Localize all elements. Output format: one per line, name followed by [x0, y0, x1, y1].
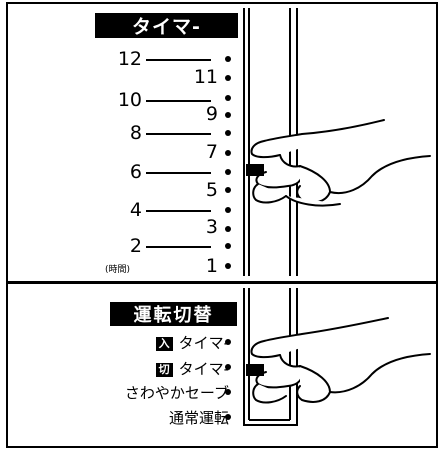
mode-option-timer-off: 切タイマ-: [155, 359, 229, 378]
scale-dot: [225, 130, 231, 136]
timer-title: タイマ-: [95, 13, 238, 38]
mode-dot: [225, 339, 231, 345]
mode-dot: [225, 389, 231, 395]
mode-option-normal: 通常運転: [169, 408, 229, 427]
panel-divider: [6, 281, 438, 284]
mode-title: 運転切替: [110, 302, 237, 326]
tick-line: [146, 172, 211, 174]
mode-slider-rail: [243, 288, 298, 426]
scale-dot: [225, 263, 231, 269]
scale-dot: [225, 226, 231, 232]
hour-label: 8: [129, 122, 142, 144]
hand-icon: [246, 119, 431, 207]
hand-icon: [246, 317, 431, 404]
mode-option-timer-on: 入タイマ-: [155, 333, 229, 352]
hour-label: 1: [205, 255, 218, 277]
tick-line: [146, 133, 211, 135]
hour-label: 12: [117, 48, 142, 70]
tick-line: [146, 100, 211, 102]
hour-label: 10: [117, 89, 142, 111]
hour-label: 2: [129, 235, 142, 257]
mode-option-label: さわやかセーブ: [124, 384, 229, 402]
hour-label: 11: [193, 66, 218, 88]
hour-label: 4: [129, 199, 142, 221]
mode-dot: [225, 414, 231, 420]
scale-dot: [225, 112, 231, 118]
mode-dot: [225, 364, 231, 370]
unit-label: (時間): [105, 265, 131, 275]
hour-label: 7: [205, 141, 218, 163]
scale-dot: [225, 150, 231, 156]
scale-dot: [225, 75, 231, 81]
scale-dot: [225, 56, 231, 62]
on-badge: 入: [155, 337, 173, 351]
hour-label: 6: [129, 161, 142, 183]
hour-label: 3: [205, 216, 218, 238]
tick-line: [146, 59, 211, 61]
mode-option-label: タイマ-: [178, 334, 229, 352]
mode-option-label: タイマ-: [178, 360, 229, 378]
scale-dot: [225, 187, 231, 193]
scale-dot: [225, 243, 231, 249]
mode-option-label: 通常運転: [168, 409, 229, 427]
mode-option-sawayaka: さわやかセーブ: [125, 383, 229, 402]
scale-dot: [225, 207, 231, 213]
tick-line: [146, 210, 211, 212]
scale-dot: [225, 169, 231, 175]
hour-label: 9: [205, 103, 218, 125]
tick-line: [146, 246, 211, 248]
diagram-frame: [6, 2, 438, 448]
scale-dot: [225, 95, 231, 101]
hour-label: 5: [205, 179, 218, 201]
off-badge: 切: [155, 363, 173, 377]
